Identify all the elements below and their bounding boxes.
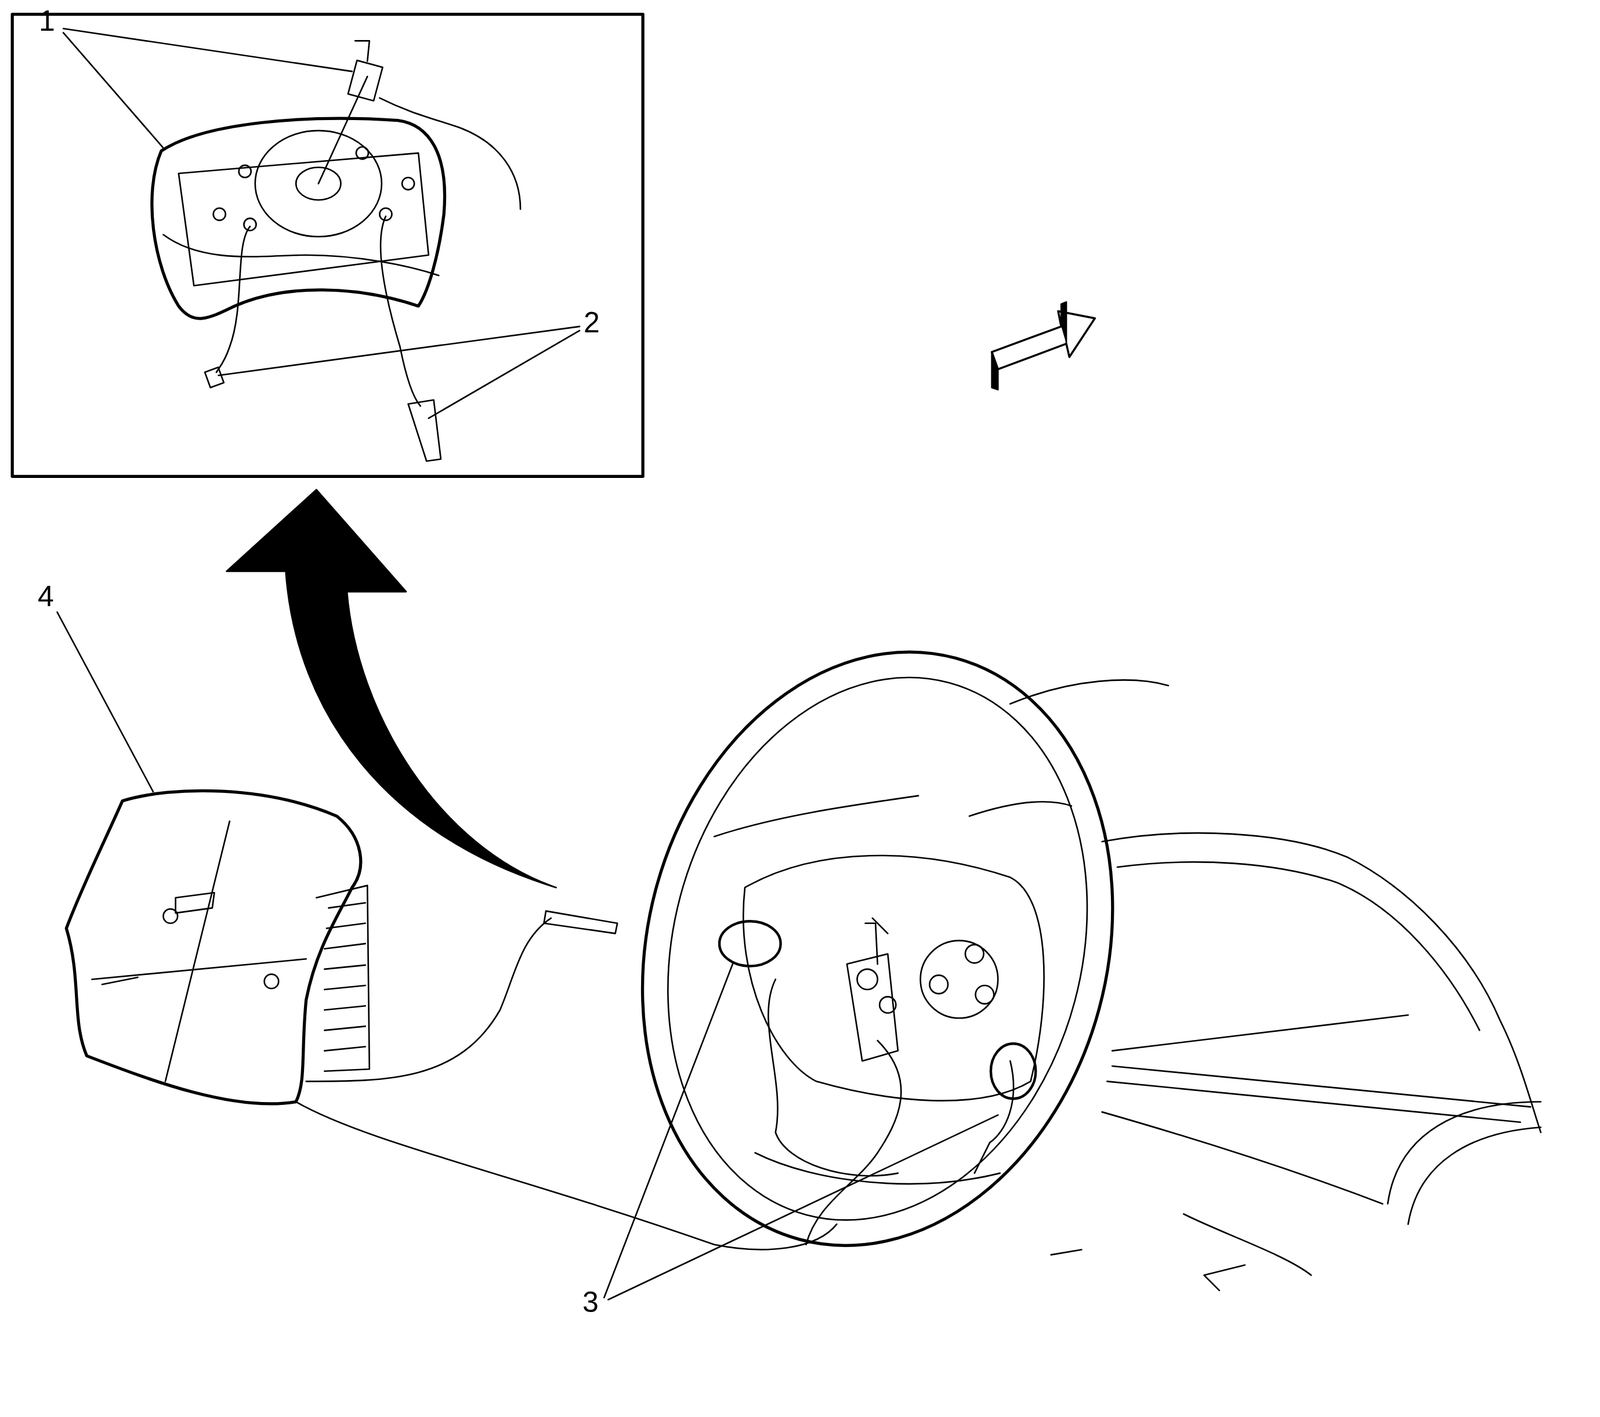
airbag-module <box>66 790 837 1250</box>
callout-number: 2 <box>583 308 600 338</box>
airbag-back <box>151 40 521 462</box>
leader-lines <box>57 28 999 1300</box>
steering-wheel <box>577 598 1178 1299</box>
callout-number: 1 <box>38 6 56 36</box>
front-arrow <box>992 302 1096 390</box>
dashboard <box>1010 680 1541 1291</box>
callout-number: 4 <box>37 581 54 611</box>
inset-frame <box>12 14 643 477</box>
callout-number: 3 <box>582 1287 599 1317</box>
removal-arrow <box>226 489 557 888</box>
